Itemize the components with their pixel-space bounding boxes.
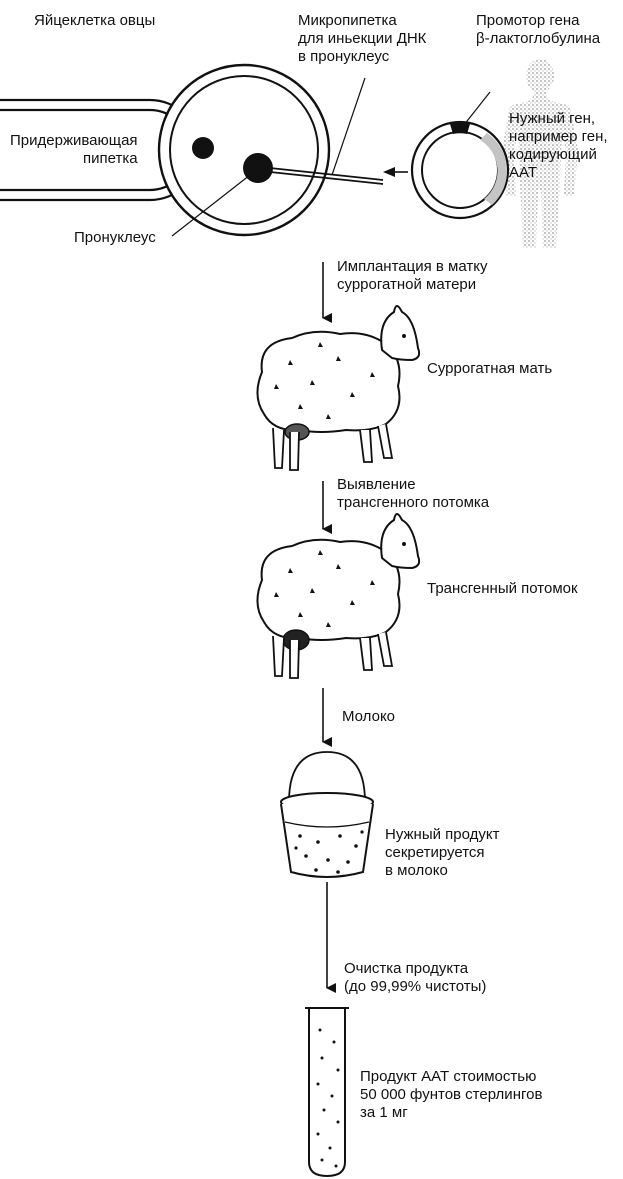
- test-tube-icon: [305, 1008, 349, 1176]
- pronucleus-label: Пронуклеус: [74, 229, 156, 247]
- milk-label: Молоко: [342, 708, 395, 726]
- transgenic-offspring-label: Трансгенный потомок: [427, 580, 578, 598]
- purification-label: Очистка продукта (до 99,99% чистоты): [344, 960, 486, 996]
- egg-cell-label: Яйцеклетка овцы: [34, 12, 155, 30]
- implantation-label: Имплантация в матку суррогатной матери: [337, 258, 487, 294]
- pronucleus-small-icon: [192, 137, 214, 159]
- holding-pipette-label: Придерживающая пипетка: [10, 132, 138, 168]
- secreted-product-label: Нужный продукт секретируется в молоко: [385, 826, 499, 880]
- egg-cell-icon: [159, 65, 329, 235]
- surrogate-mother-label: Суррогатная мать: [427, 360, 552, 378]
- plasmid-icon: [412, 122, 508, 218]
- promoter-label: Промотор гена β-лактоглобулина: [476, 12, 600, 48]
- target-gene-label: Нужный ген, например ген, кодирующий ААТ: [509, 110, 608, 182]
- bucket-icon: [281, 752, 373, 877]
- micropipette-label: Микропипетка для иньекции ДНК в пронукле…: [298, 12, 426, 66]
- pronucleus-large-icon: [243, 153, 273, 183]
- micropipette-leader: [332, 78, 365, 175]
- detection-label: Выявление трансгенного потомка: [337, 476, 489, 512]
- product-price-label: Продукт ААТ стоимостью 50 000 фунтов сте…: [360, 1068, 542, 1122]
- left-arrow-icon: [383, 167, 408, 177]
- sheep-icon: [257, 514, 419, 678]
- sheep-icon: [257, 306, 419, 470]
